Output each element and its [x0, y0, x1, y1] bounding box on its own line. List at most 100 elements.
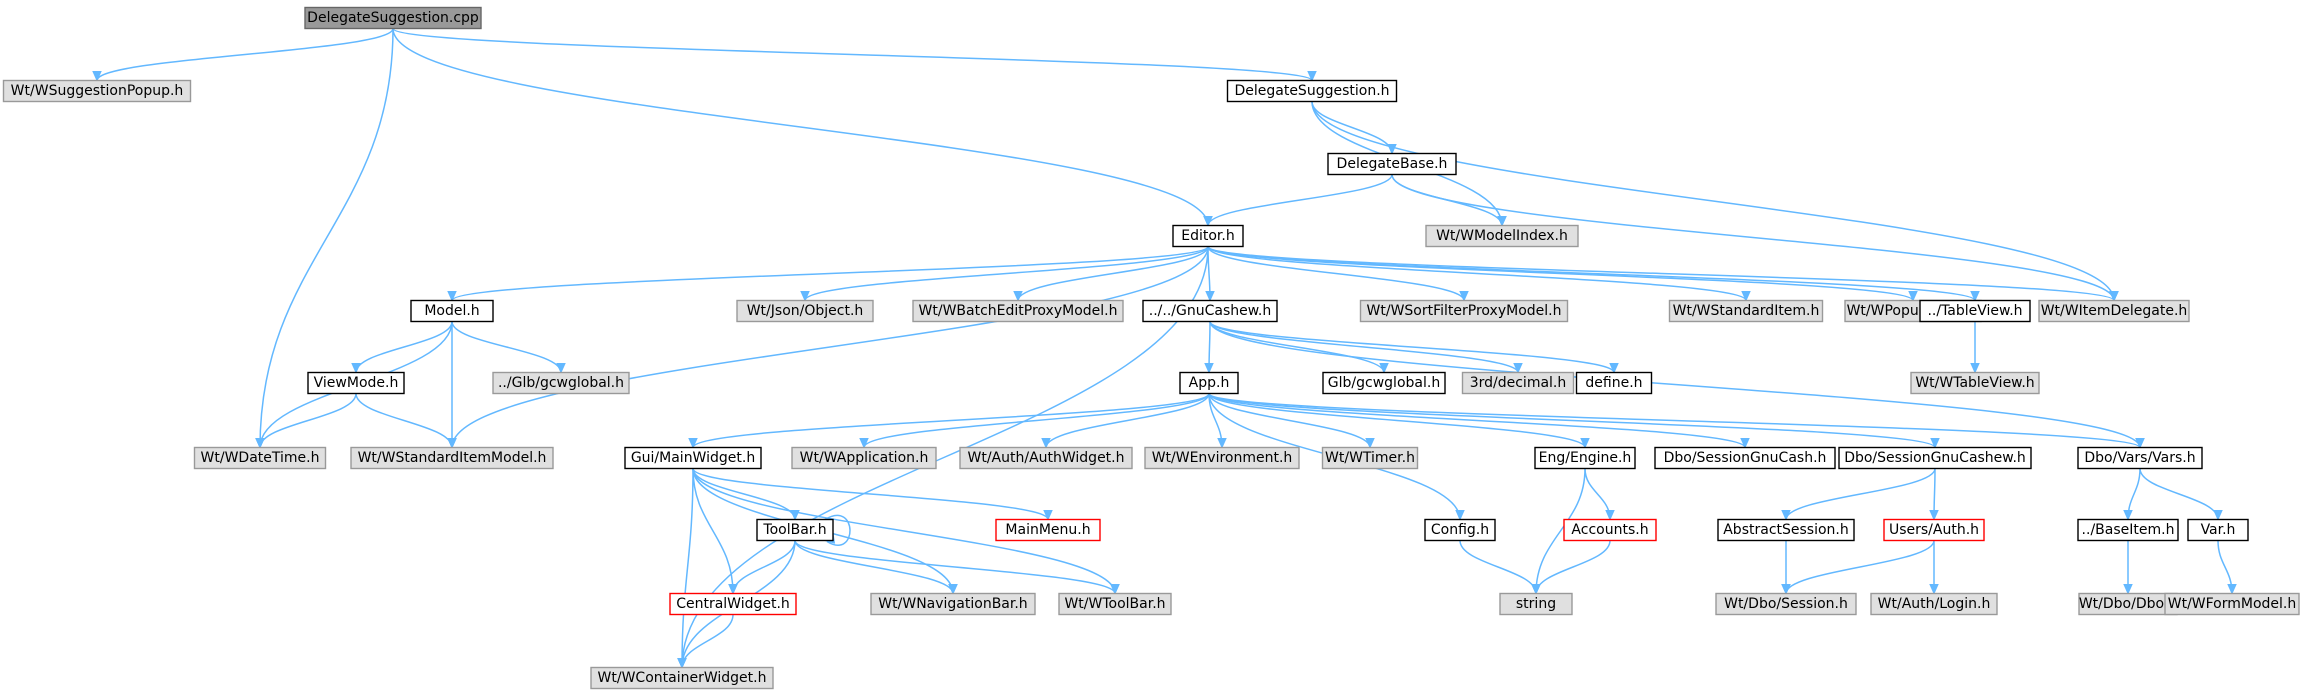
node-box[interactable]: [1563, 518, 1657, 542]
node-mainmenu[interactable]: MainMenu.h: [995, 518, 1101, 542]
node-box[interactable]: [1461, 371, 1575, 395]
node-dbase[interactable]: DelegateBase.h: [1327, 152, 1457, 176]
node-viewmode[interactable]: ViewMode.h: [307, 371, 405, 395]
dependency-edge: [1207, 245, 1918, 302]
node-glbgcw1[interactable]: ../Glb/gcwglobal.h: [492, 371, 630, 395]
node-wtableview[interactable]: Wt/WTableView.h: [1910, 371, 2040, 395]
node-box[interactable]: [307, 371, 405, 395]
node-box[interactable]: [669, 592, 797, 616]
node-toolbar[interactable]: ToolBar.h: [756, 518, 834, 542]
node-box[interactable]: [791, 446, 937, 470]
node-wsortfilter[interactable]: Wt/WSortFilterProxyModel.h: [1359, 299, 1569, 323]
node-wcontainer[interactable]: Wt/WContainerWidget.h: [590, 666, 774, 690]
edge-arrowhead: [1609, 363, 1619, 374]
node-box[interactable]: [1870, 592, 1998, 616]
node-box[interactable]: [1142, 299, 1278, 323]
node-wdbosession[interactable]: Wt/Dbo/Session.h: [1715, 592, 1857, 616]
node-editor[interactable]: Editor.h: [1172, 224, 1244, 248]
node-engine[interactable]: Eng/Engine.h: [1534, 446, 1636, 470]
node-box[interactable]: [1359, 299, 1569, 323]
node-wstdmodel[interactable]: Wt/WStandardItemModel.h: [350, 446, 554, 470]
node-wformmodel[interactable]: Wt/WFormModel.h: [2164, 592, 2300, 616]
node-box[interactable]: [1919, 299, 2031, 323]
node-box[interactable]: [2187, 518, 2249, 542]
dependency-edge: [1929, 540, 1939, 595]
node-sessgnucash[interactable]: Dbo/SessionGnuCash.h: [1654, 446, 1836, 470]
node-wenv[interactable]: Wt/WEnvironment.h: [1144, 446, 1300, 470]
node-box[interactable]: [1322, 371, 1446, 395]
node-wstditem[interactable]: Wt/WStandardItem.h: [1668, 299, 1824, 323]
node-gnucashew[interactable]: ../../GnuCashew.h: [1142, 299, 1278, 323]
node-box[interactable]: [2077, 518, 2179, 542]
node-box[interactable]: [2, 79, 192, 103]
node-box[interactable]: [624, 446, 762, 470]
node-box[interactable]: [590, 666, 774, 690]
node-decimal[interactable]: 3rd/decimal.h: [1461, 371, 1575, 395]
node-wtoolbar[interactable]: Wt/WToolBar.h: [1058, 592, 1172, 616]
node-vars[interactable]: Dbo/Vars/Vars.h: [2077, 446, 2203, 470]
node-baseitem[interactable]: ../BaseItem.h: [2077, 518, 2179, 542]
node-box[interactable]: [736, 299, 874, 323]
node-box[interactable]: [2164, 592, 2300, 616]
node-tableview[interactable]: ../TableView.h: [1919, 299, 2031, 323]
node-box[interactable]: [193, 446, 327, 470]
node-wauthlogin[interactable]: Wt/Auth/Login.h: [1870, 592, 1998, 616]
node-glbgcw2[interactable]: Glb/gcwglobal.h: [1322, 371, 1446, 395]
node-box[interactable]: [410, 299, 494, 323]
node-abssess[interactable]: AbstractSession.h: [1717, 518, 1855, 542]
node-box[interactable]: [1321, 446, 1419, 470]
node-box[interactable]: [2077, 446, 2203, 470]
node-box[interactable]: [1172, 224, 1244, 248]
node-box[interactable]: [995, 518, 1101, 542]
node-box[interactable]: [1144, 446, 1300, 470]
node-box[interactable]: [1883, 518, 1985, 542]
node-wsuggpopup[interactable]: Wt/WSuggestionPopup.h: [2, 79, 192, 103]
node-wdatetime[interactable]: Wt/WDateTime.h: [193, 446, 327, 470]
node-box[interactable]: [1717, 518, 1855, 542]
node-box[interactable]: [1179, 371, 1239, 395]
node-box[interactable]: [1668, 299, 1824, 323]
node-box[interactable]: [1654, 446, 1836, 470]
node-box[interactable]: [756, 518, 834, 542]
node-wtimer[interactable]: Wt/WTimer.h: [1321, 446, 1419, 470]
node-string[interactable]: string: [1499, 592, 1573, 616]
node-box[interactable]: [1575, 371, 1653, 395]
node-box[interactable]: [1226, 79, 1398, 103]
node-wmodelindex[interactable]: Wt/WModelIndex.h: [1425, 224, 1579, 248]
node-centralwidget[interactable]: CentralWidget.h: [669, 592, 797, 616]
node-usersauth[interactable]: Users/Auth.h: [1883, 518, 1985, 542]
node-box[interactable]: [959, 446, 1133, 470]
node-box[interactable]: [350, 446, 554, 470]
node-model[interactable]: Model.h: [410, 299, 494, 323]
node-wapplication[interactable]: Wt/WApplication.h: [791, 446, 937, 470]
node-varh[interactable]: Var.h: [2187, 518, 2249, 542]
node-accounts[interactable]: Accounts.h: [1563, 518, 1657, 542]
node-box[interactable]: [304, 6, 482, 30]
node-box[interactable]: [1534, 446, 1636, 470]
node-box[interactable]: [912, 299, 1124, 323]
node-box[interactable]: [1327, 152, 1457, 176]
node-box[interactable]: [1424, 518, 1496, 542]
node-box[interactable]: [1499, 592, 1573, 616]
node-witemdeleg[interactable]: Wt/WItemDelegate.h: [2038, 299, 2190, 323]
node-apph[interactable]: App.h: [1179, 371, 1239, 395]
node-box[interactable]: [1838, 446, 2032, 470]
node-wnavbar[interactable]: Wt/WNavigationBar.h: [870, 592, 1036, 616]
node-define[interactable]: define.h: [1575, 371, 1653, 395]
node-box[interactable]: [1910, 371, 2040, 395]
node-box[interactable]: [1715, 592, 1857, 616]
node-wauthwidget[interactable]: Wt/Auth/AuthWidget.h: [959, 446, 1133, 470]
node-box[interactable]: [2038, 299, 2190, 323]
node-wbatch[interactable]: Wt/WBatchEditProxyModel.h: [912, 299, 1124, 323]
node-box[interactable]: [1058, 592, 1172, 616]
node-sessgnucashew[interactable]: Dbo/SessionGnuCashew.h: [1838, 446, 2032, 470]
node-box[interactable]: [870, 592, 1036, 616]
node-wjson[interactable]: Wt/Json/Object.h: [736, 299, 874, 323]
node-box[interactable]: [492, 371, 630, 395]
node-root[interactable]: DelegateSuggestion.cpp: [304, 6, 482, 30]
node-box[interactable]: [1425, 224, 1579, 248]
node-wdbodbo[interactable]: Wt/Dbo/Dbo.h: [2078, 592, 2178, 616]
node-mainwidget[interactable]: Gui/MainWidget.h: [624, 446, 762, 470]
node-dsh[interactable]: DelegateSuggestion.h: [1226, 79, 1398, 103]
node-config[interactable]: Config.h: [1424, 518, 1496, 542]
